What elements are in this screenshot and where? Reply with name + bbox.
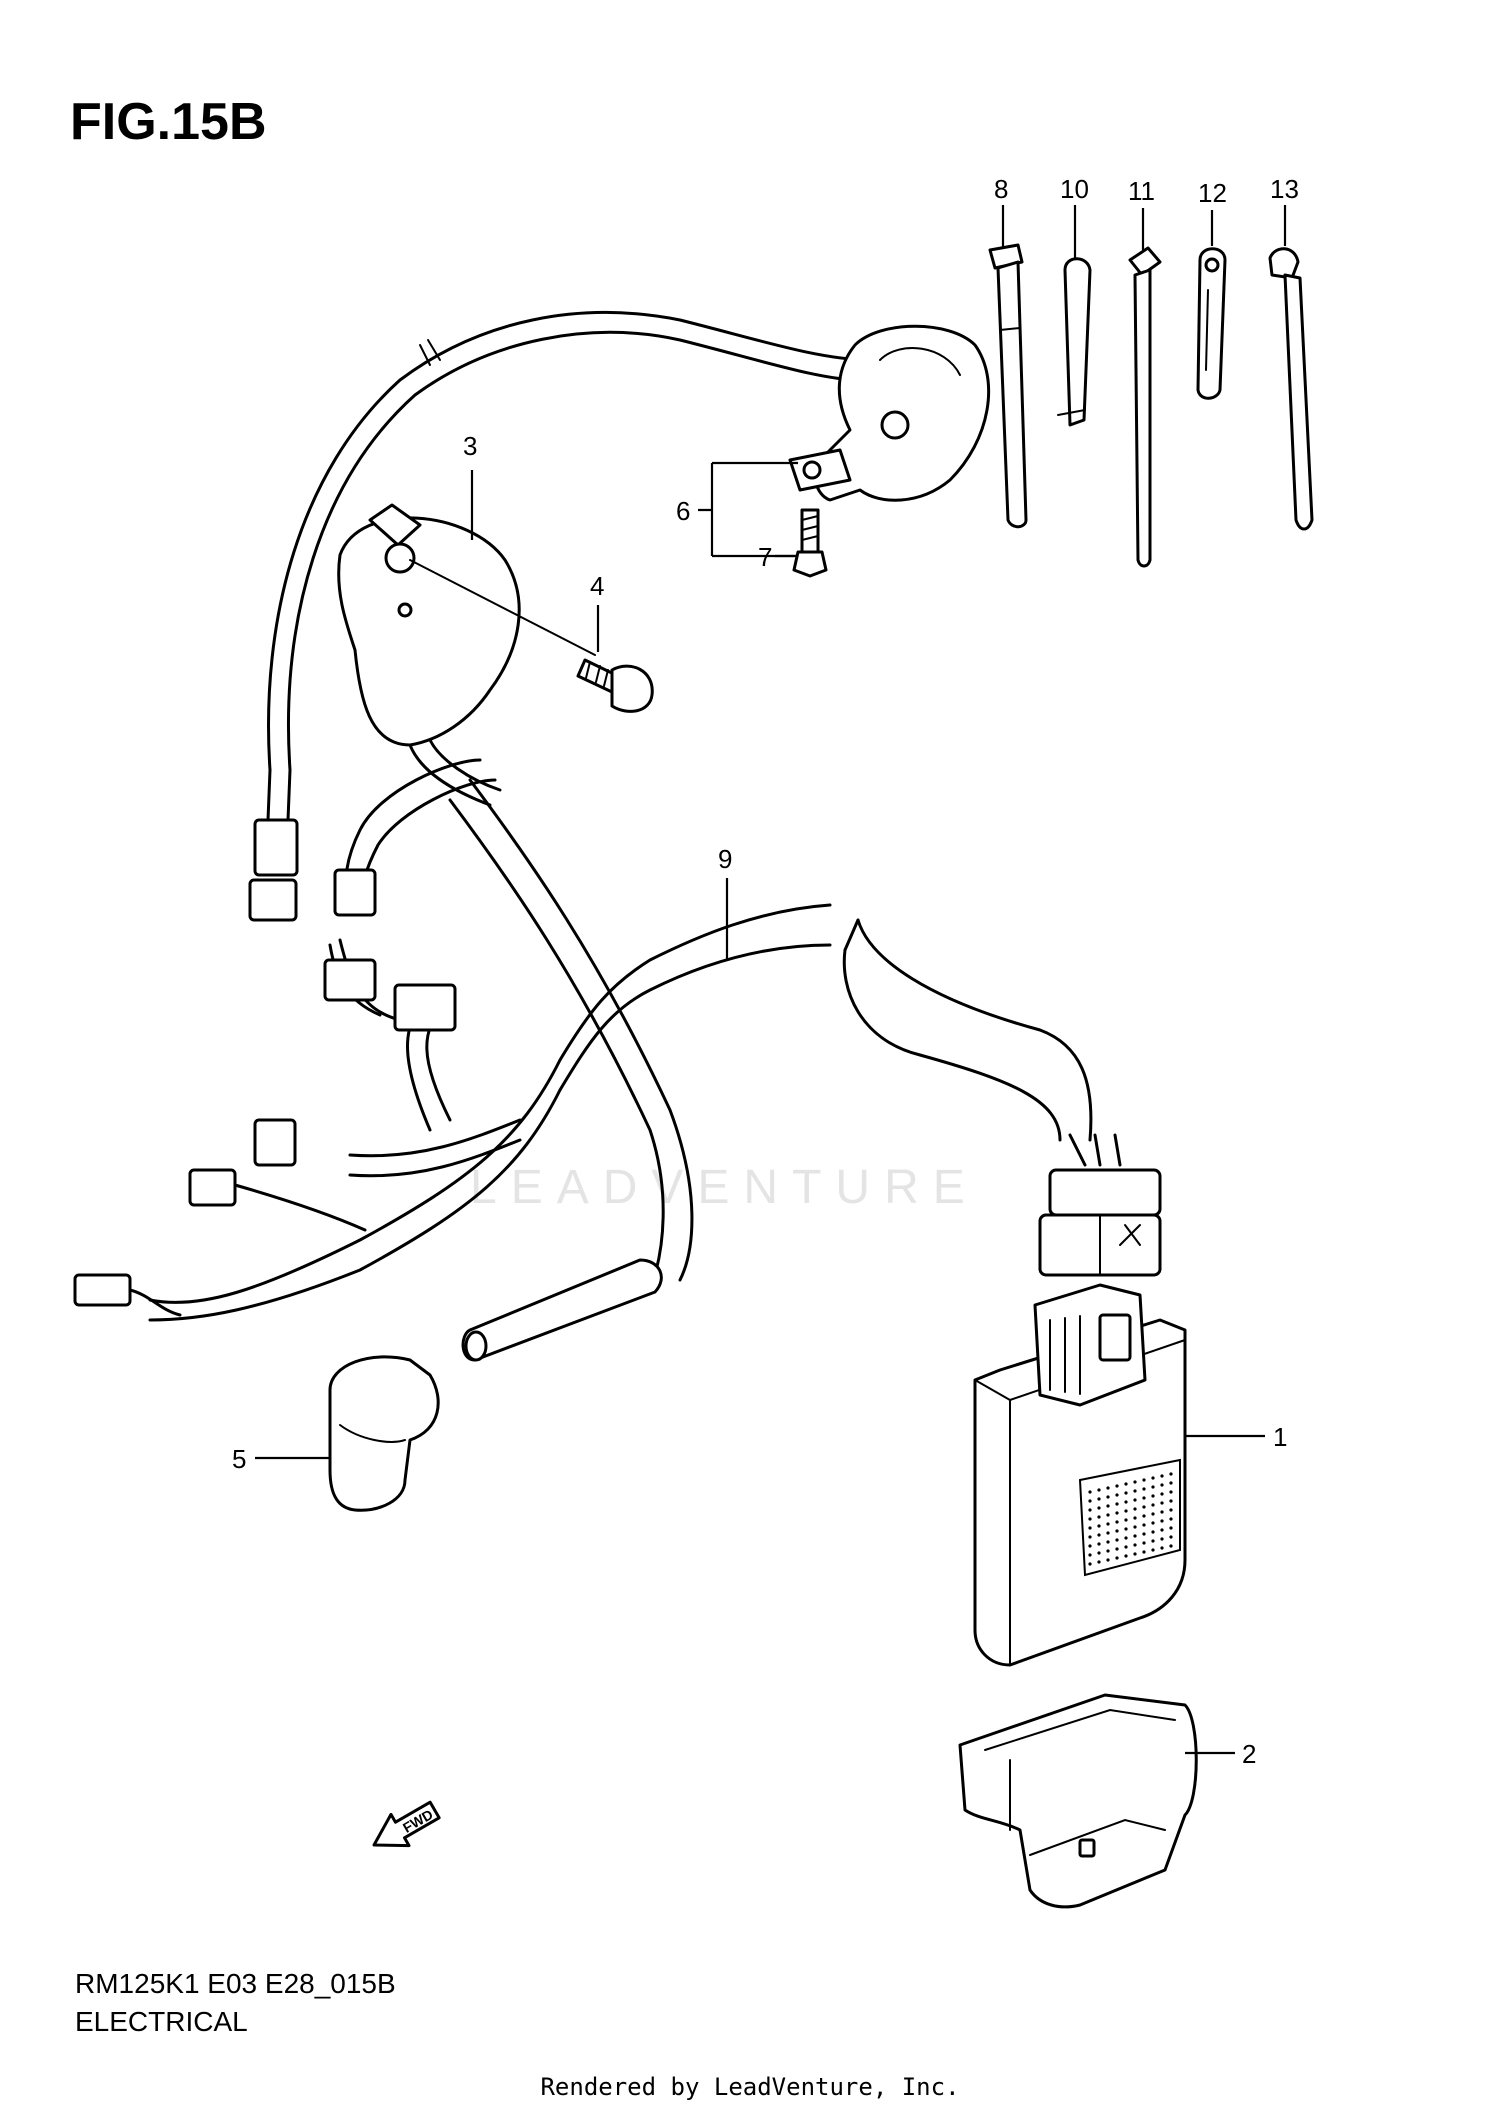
callout-1: 1 <box>1273 1422 1287 1452</box>
callout-12: 12 <box>1198 178 1227 208</box>
watermark: LEADVENTURE <box>470 1161 979 1214</box>
callout-10: 10 <box>1060 174 1089 204</box>
kill-switch-wire-loop <box>248 311 872 922</box>
plug-cap-part-5[interactable] <box>328 1355 440 1512</box>
callout-6: 6 <box>676 496 690 526</box>
fwd-arrow-icon: FWD <box>372 1800 441 1848</box>
figure-title: FIG.15B <box>70 93 267 151</box>
cable-tie-part-13[interactable] <box>1268 247 1314 531</box>
cdi-vent-grid <box>1088 1472 1173 1566</box>
callout-13: 13 <box>1270 174 1299 204</box>
callout-4: 4 <box>590 571 604 601</box>
bolt-part-7[interactable] <box>792 508 828 578</box>
wiring-harness-part-9[interactable] <box>73 903 1162 1322</box>
clamp-part-6[interactable] <box>788 324 991 502</box>
bolt-part-4[interactable] <box>576 658 654 713</box>
figure-code: RM125K1 E03 E28_015B <box>75 1968 396 1999</box>
callout-8: 8 <box>994 174 1008 204</box>
callout-9: 9 <box>718 844 732 874</box>
cdi-bracket-part-2[interactable] <box>958 1693 1198 1909</box>
cable-tie-part-11[interactable] <box>1128 246 1162 568</box>
callout-11: 11 <box>1128 176 1155 206</box>
callout-7: 7 <box>758 542 772 572</box>
callout-2: 2 <box>1242 1739 1256 1769</box>
cable-tie-part-8[interactable] <box>988 243 1028 529</box>
cdi-unit-part-1[interactable] <box>973 1283 1187 1667</box>
render-credit: Rendered by LeadVenture, Inc. <box>540 2073 960 2101</box>
cable-tie-part-10[interactable] <box>1057 257 1092 427</box>
callout-5: 5 <box>232 1444 246 1474</box>
figure-section: ELECTRICAL <box>75 2006 248 2037</box>
callout-3: 3 <box>463 431 477 461</box>
callout-labels: 1 2 3 4 5 6 7 8 9 10 11 12 13 <box>232 174 1299 1769</box>
kill-switch-part-3[interactable] <box>333 503 694 1362</box>
cable-tie-part-12[interactable] <box>1196 247 1227 400</box>
leader-lines <box>255 205 1287 1755</box>
